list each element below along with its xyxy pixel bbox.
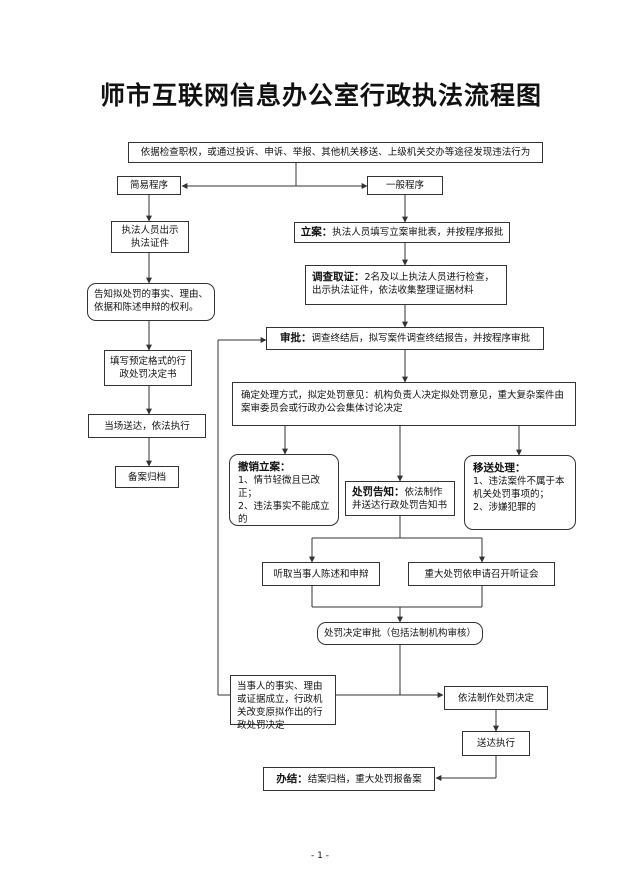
fill-decision-form-box: 填写预定格式的行政处罚决定书	[104, 350, 192, 386]
revoke-item: 1、情节轻微且已改正；	[238, 475, 321, 499]
close-label: 办结：	[276, 772, 308, 785]
notice-text: 依法制作并送达行政处罚告知书	[352, 487, 448, 511]
review-text: 调查终结后，拟写案件调查终结报告，并按程序审批	[311, 333, 530, 344]
filing-text: 执法人员填写立案审批表，并按程序报批	[332, 227, 504, 238]
revoke-item: 2、违法事实不能成立的	[238, 501, 330, 525]
simple-procedure-box: 简易程序	[117, 176, 181, 195]
investigate-label: 调查取证：	[312, 271, 365, 283]
page-title: 师市互联网信息办公室行政执法流程图	[100, 81, 543, 110]
hearing-box: 重大处罚依申请召开听证会	[408, 562, 555, 586]
investigate-box: 调查取证：2名及以上执法人员进行检查，出示执法证件，依法收集整理证据材料	[305, 265, 507, 305]
transfer-item: 2、涉嫌犯罪的	[473, 502, 537, 513]
archive-simple-box: 备案归档	[115, 466, 179, 488]
transfer-label: 移送处理：	[473, 462, 526, 474]
transfer-box: 移送处理： 1、违法案件不属于本机关处罚事项的； 2、涉嫌犯罪的	[464, 455, 576, 530]
show-id-box: 执法人员出示执法证件	[111, 221, 189, 253]
decision-review-box: 处罚决定审批（包括法制机构审核）	[317, 622, 483, 645]
review-box: 审批：调查终结后，拟写案件调查终结报告，并按程序审批	[266, 327, 544, 350]
general-procedure-box: 一般程序	[367, 176, 443, 195]
revoke-filing-box: 撤销立案： 1、情节轻微且已改正； 2、违法事实不能成立的	[229, 454, 339, 526]
notice-label: 处罚告知：	[352, 486, 405, 498]
page-number: - 1 -	[311, 851, 329, 861]
inform-rights-box: 告知拟处罚的事实、理由、依据和陈述申辩的权利。	[87, 283, 215, 321]
close-case-box: 办结：结案归档，重大处罚报备案	[263, 767, 435, 791]
investigate-text: 2名及以上执法人员进行检查，出示执法证件，依法收集整理证据材料	[312, 272, 495, 296]
deliver-on-site-box: 当场送达，依法执行	[88, 414, 206, 438]
filing-label: 立案：	[300, 226, 333, 238]
transfer-item: 1、违法案件不属于本机关处罚事项的；	[473, 476, 565, 500]
hear-statement-box: 听取当事人陈述和申辩	[262, 562, 380, 586]
close-text: 结案归档，重大处罚报备案	[307, 773, 422, 785]
decide-method-box: 确定处理方式，拟定处罚意见：机构负责人决定拟处罚意见，重大复杂案件由案审委员会或…	[232, 382, 576, 426]
revoke-label: 撤销立案：	[238, 461, 291, 473]
make-decision-box: 依法制作处罚决定	[444, 686, 548, 710]
deliver-execute-box: 送达执行	[462, 731, 530, 756]
start-box: 依据检查职权，或通过投诉、申诉、举报、其他机关移送、上级机关交办等途径发现违法行…	[128, 142, 543, 163]
party-facts-box: 当事人的事实、理由或证据成立，行政机关改变原拟作出的行政处罚决定	[230, 675, 336, 731]
review-label: 审批：	[279, 332, 312, 344]
penalty-notice-box: 处罚告知：依法制作并送达行政处罚告知书	[345, 481, 455, 516]
filing-box: 立案：执法人员填写立案审批表，并按程序报批	[294, 222, 510, 243]
